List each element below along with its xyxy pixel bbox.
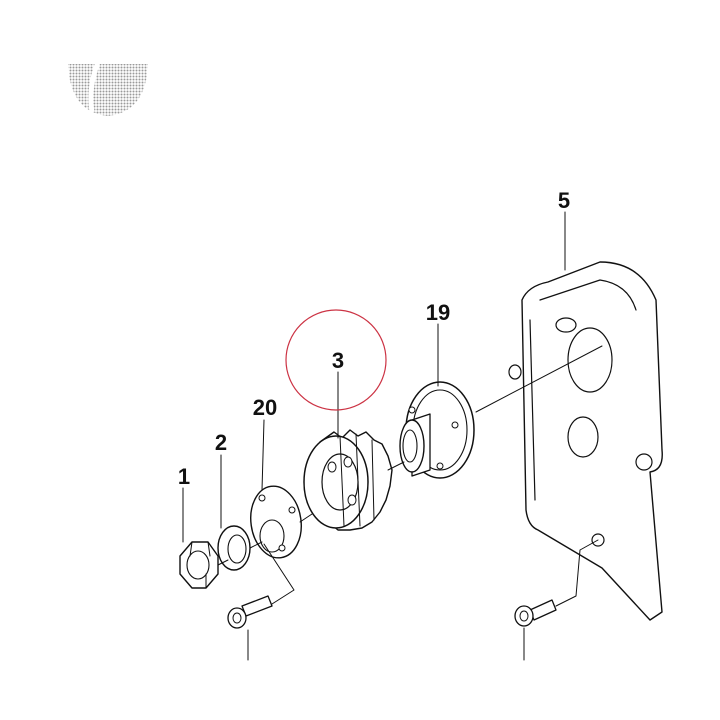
- washer: [217, 525, 251, 571]
- callout-2: 2: [215, 430, 227, 455]
- toothed-sprocket: [303, 429, 393, 531]
- callout-19: 19: [426, 300, 450, 325]
- callout-1: 1: [178, 464, 190, 489]
- callout-20: 20: [253, 395, 277, 420]
- leader-lines: [182, 211, 566, 543]
- nut: [179, 541, 219, 589]
- brand-logo-icon: [68, 61, 148, 116]
- assembly-lines: [217, 345, 603, 661]
- retaining-plate: [250, 485, 302, 559]
- screw-right: [514, 599, 557, 627]
- timing-cover: [508, 261, 663, 621]
- callout-3: 3: [332, 348, 344, 373]
- screw-left: [227, 595, 273, 629]
- callout-5: 5: [558, 188, 570, 213]
- highlight-circle: [285, 309, 387, 411]
- hub-flange: [399, 381, 475, 479]
